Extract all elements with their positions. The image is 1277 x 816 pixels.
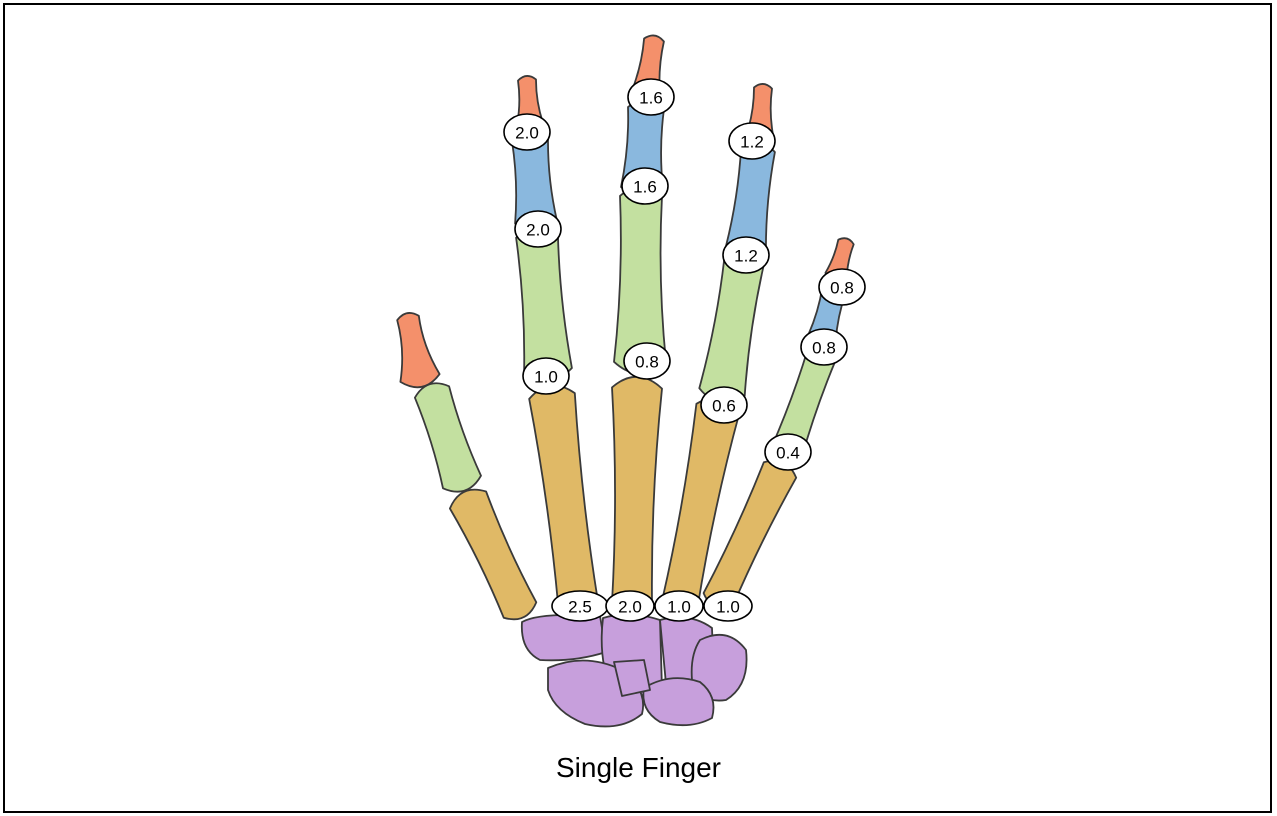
svg-text:1.0: 1.0: [716, 598, 740, 617]
joint-value-label: 0.8: [624, 343, 670, 379]
svg-text:1.6: 1.6: [633, 178, 657, 197]
svg-text:0.8: 0.8: [635, 353, 659, 372]
metacarpal-middle: [612, 377, 662, 612]
proximal-phalanx-ring: [699, 253, 763, 403]
hand-bones: [397, 35, 854, 726]
joint-value-label: 1.0: [523, 358, 569, 394]
joint-value-label: 1.6: [628, 79, 674, 115]
svg-text:2.0: 2.0: [618, 598, 642, 617]
joint-value-label: 1.0: [655, 591, 703, 621]
joint-value-label: 0.8: [819, 269, 865, 305]
joint-value-label: 2.0: [515, 211, 561, 247]
svg-text:2.5: 2.5: [568, 598, 592, 617]
joint-value-label: 1.0: [704, 591, 752, 621]
joint-value-label: 1.6: [622, 168, 668, 204]
diagram-caption: Single Finger: [0, 752, 1277, 784]
svg-text:0.4: 0.4: [776, 444, 800, 463]
metacarpal-thumb: [450, 490, 536, 620]
carpal-bone: [522, 615, 606, 660]
joint-value-label: 0.4: [765, 434, 811, 470]
svg-text:0.8: 0.8: [812, 339, 836, 358]
joint-value-label: 1.2: [723, 237, 769, 273]
svg-text:1.0: 1.0: [667, 598, 691, 617]
svg-text:1.2: 1.2: [734, 247, 758, 266]
distal-phalanx-thumb: [397, 313, 439, 387]
joint-value-label: 2.0: [606, 591, 654, 621]
joint-value-label: 1.2: [729, 123, 775, 159]
metacarpal-index: [529, 386, 598, 613]
svg-text:0.8: 0.8: [830, 279, 854, 298]
joint-value-label: 0.8: [801, 329, 847, 365]
svg-text:1.6: 1.6: [639, 89, 663, 108]
proximal-phalanx-thumb: [415, 383, 481, 491]
carpal-bone: [643, 678, 713, 725]
joint-value-label: 0.6: [701, 387, 747, 423]
svg-text:2.0: 2.0: [526, 221, 550, 240]
svg-text:1.0: 1.0: [534, 368, 558, 387]
joint-value-label: 2.5: [552, 591, 608, 621]
joint-value-label: 2.0: [504, 114, 550, 150]
svg-text:0.6: 0.6: [712, 397, 736, 416]
svg-text:1.2: 1.2: [740, 133, 764, 152]
svg-text:2.0: 2.0: [515, 124, 539, 143]
